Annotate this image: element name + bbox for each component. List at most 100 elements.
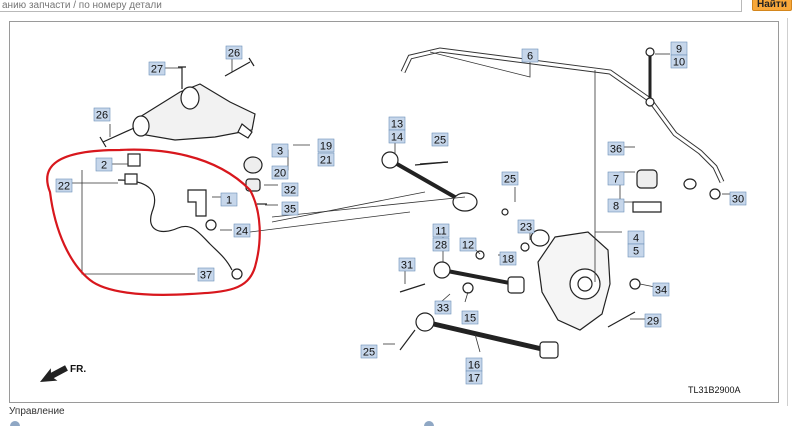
bolt-25-b-part [399, 329, 416, 351]
callout-7[interactable]: 7 [607, 171, 625, 186]
callout-21[interactable]: 21 [317, 152, 335, 167]
callout-number: 37 [200, 270, 212, 282]
callout-number: 3 [277, 146, 283, 158]
callout-25[interactable]: 25 [360, 344, 378, 359]
callout-13[interactable]: 13 [388, 116, 406, 131]
scroll-divider [787, 18, 788, 406]
callout-number: 34 [655, 285, 667, 297]
fr-direction-label: FR. [70, 364, 86, 375]
callout-box [521, 48, 539, 63]
callout-33[interactable]: 33 [434, 300, 452, 315]
callout-15[interactable]: 15 [461, 310, 479, 325]
bolt-26-top-part [224, 57, 255, 77]
callout-box [317, 152, 335, 167]
callout-number: 25 [363, 347, 375, 359]
callout-box [627, 243, 645, 258]
callout-26[interactable]: 26 [93, 107, 111, 122]
callout-3[interactable]: 3 [271, 143, 289, 158]
bolt-28-part [399, 283, 426, 293]
callout-31[interactable]: 31 [398, 257, 416, 272]
callout-34[interactable]: 34 [652, 282, 670, 297]
callout-18[interactable]: 18 [499, 251, 517, 266]
callout-30[interactable]: 30 [729, 191, 747, 206]
callout-box [434, 300, 452, 315]
callout-box [644, 313, 662, 328]
callout-number: 32 [284, 185, 296, 197]
search-button[interactable]: Найти [752, 0, 792, 11]
callout-number: 33 [437, 303, 449, 315]
callout-box [432, 237, 450, 252]
callout-1[interactable]: 1 [220, 192, 238, 207]
bottom-icon-row [0, 420, 800, 426]
callout-box [148, 61, 166, 76]
callout-number: 27 [151, 64, 163, 76]
callout-number: 18 [502, 254, 514, 266]
callout-11[interactable]: 11 [432, 223, 450, 238]
callout-box [317, 138, 335, 153]
callout-number: 25 [434, 135, 446, 147]
red-highlight-outline [46, 148, 261, 296]
callout-29[interactable]: 29 [644, 313, 662, 328]
bottom-middle-icon[interactable] [424, 421, 434, 426]
callout-20[interactable]: 20 [271, 165, 289, 180]
callout-number: 6 [527, 51, 533, 63]
callout-12[interactable]: 12 [459, 237, 477, 252]
callout-box [501, 171, 519, 186]
callout-box [465, 370, 483, 385]
callout-27[interactable]: 27 [148, 61, 166, 76]
callout-6[interactable]: 6 [521, 48, 539, 63]
bolt-25-a-part [419, 161, 449, 165]
callout-23[interactable]: 23 [517, 219, 535, 234]
front-direction-arrow [40, 365, 68, 382]
callout-16[interactable]: 16 [465, 357, 483, 372]
grommet-37-part [231, 268, 243, 280]
callout-number: 23 [520, 222, 532, 234]
lower-arm-11-part [441, 268, 516, 286]
part-search-input[interactable] [0, 0, 742, 12]
callout-box [607, 198, 625, 213]
callout-number: 11 [435, 226, 446, 238]
callout-4[interactable]: 4 [627, 230, 645, 245]
callout-number: 31 [401, 260, 413, 272]
callout-number: 28 [435, 240, 447, 252]
bracket-8-part [632, 201, 662, 213]
bottom-left-icon[interactable] [10, 421, 20, 426]
callout-8[interactable]: 8 [607, 198, 625, 213]
callout-number: 15 [464, 313, 476, 325]
callout-22[interactable]: 22 [55, 178, 73, 193]
callout-28[interactable]: 28 [432, 237, 450, 252]
diagram-code-label: TL31B2900A [688, 385, 741, 395]
callout-37[interactable]: 37 [197, 267, 215, 282]
bolt-26-left-part [99, 127, 135, 148]
callout-36[interactable]: 36 [607, 141, 625, 156]
callout-box [271, 165, 289, 180]
callout-10[interactable]: 10 [670, 54, 688, 69]
callout-number: 10 [673, 57, 685, 69]
callout-number: 1 [226, 195, 232, 207]
callout-24[interactable]: 24 [233, 223, 251, 238]
callout-box [652, 282, 670, 297]
callout-32[interactable]: 32 [281, 182, 299, 197]
callout-19[interactable]: 19 [317, 138, 335, 153]
callout-box [281, 182, 299, 197]
callout-number: 26 [96, 110, 108, 122]
callout-box [233, 223, 251, 238]
callout-2[interactable]: 2 [95, 157, 113, 172]
callout-box [432, 223, 450, 238]
callout-number: 24 [236, 226, 248, 238]
callout-35[interactable]: 35 [281, 201, 299, 216]
callout-5[interactable]: 5 [627, 243, 645, 258]
section-caption: Управление [9, 406, 65, 417]
callout-box [271, 143, 289, 158]
callout-17[interactable]: 17 [465, 370, 483, 385]
callout-9[interactable]: 9 [670, 41, 688, 56]
callout-25[interactable]: 25 [431, 132, 449, 147]
callout-25[interactable]: 25 [501, 171, 519, 186]
callout-number: 9 [676, 44, 682, 56]
callout-box [220, 192, 238, 207]
callout-26[interactable]: 26 [225, 45, 243, 60]
search-bar: Найти [0, 0, 800, 14]
callout-14[interactable]: 14 [388, 129, 406, 144]
